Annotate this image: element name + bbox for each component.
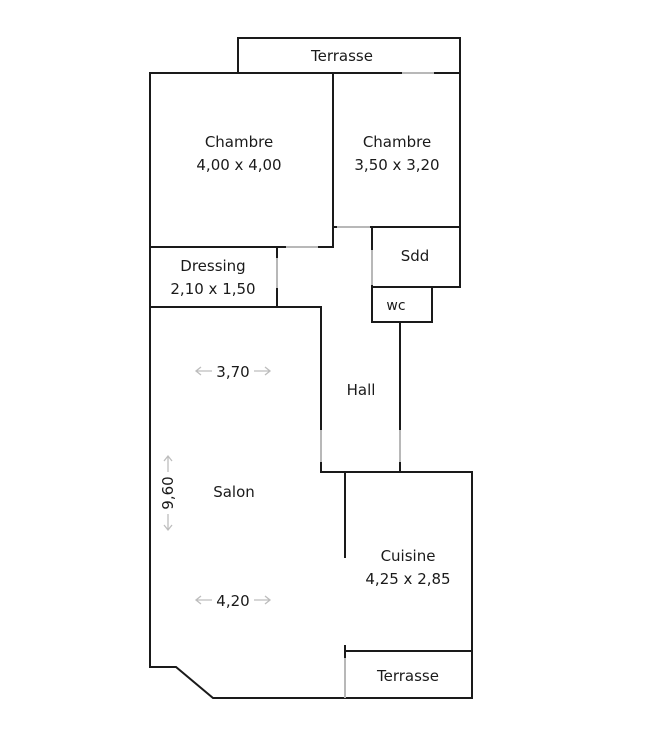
arrow-length-icon xyxy=(163,454,173,532)
terrasse-bottom-label: Terrasse xyxy=(376,667,439,685)
salon-label: Salon xyxy=(213,483,255,501)
terrasse-top-label: Terrasse xyxy=(310,47,373,65)
salon-length: 9,60 xyxy=(159,476,177,509)
cuisine-label: Cuisine xyxy=(381,547,436,565)
arrow-width-bottom-icon xyxy=(194,595,272,605)
chambre1-label: Chambre xyxy=(205,133,273,151)
cuisine-size: 4,25 x 2,85 xyxy=(365,570,450,588)
arrow-width-top-icon xyxy=(194,366,272,376)
doors xyxy=(276,72,434,698)
labels: Terrasse Chambre 4,00 x 4,00 Chambre 3,5… xyxy=(159,47,451,685)
chambre2-label: Chambre xyxy=(363,133,431,151)
sdd-label: Sdd xyxy=(401,247,430,265)
dressing-size: 2,10 x 1,50 xyxy=(170,280,255,298)
salon-width-bottom: 4,20 xyxy=(216,592,249,610)
chambre1-size: 4,00 x 4,00 xyxy=(196,156,281,174)
outer-wall xyxy=(149,72,473,699)
hall-label: Hall xyxy=(347,381,376,399)
dimension-arrows xyxy=(163,366,272,605)
chambre2-size: 3,50 x 3,20 xyxy=(354,156,439,174)
salon-width-top: 3,70 xyxy=(216,363,249,381)
wc-label: wc xyxy=(386,298,405,314)
dressing-label: Dressing xyxy=(180,257,245,275)
